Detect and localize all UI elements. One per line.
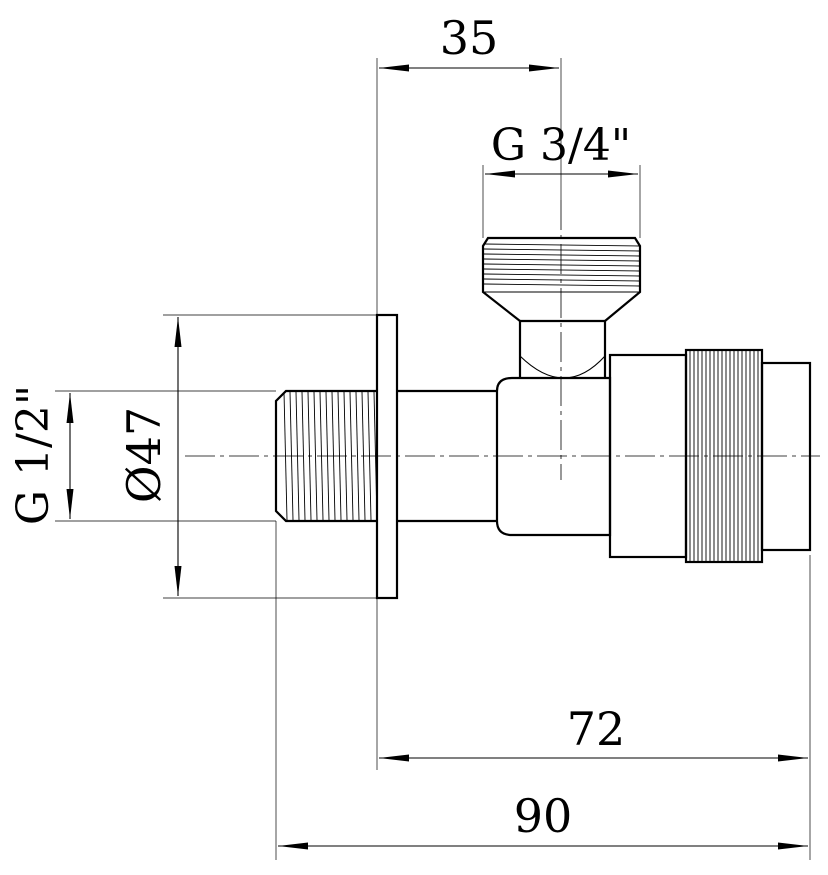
outlet-thread: [481, 236, 642, 322]
dim-72-label: 72: [567, 702, 626, 756]
dim-diameter-label: Ø47: [117, 407, 171, 503]
wall-flange: [375, 313, 399, 600]
valve-body: [397, 319, 612, 537]
dim-outlet-thread-label: G 3/4": [491, 120, 631, 171]
dim-35-label: 35: [440, 11, 499, 65]
dimension-lines: [66, 64, 808, 850]
dimension-labels: 35 G 3/4" Ø47 G 1/2" 72 90: [8, 11, 631, 843]
dim-inlet-thread-label: G 1/2": [8, 385, 59, 525]
centerlines: [185, 200, 820, 480]
dim-90-label: 90: [514, 789, 573, 843]
